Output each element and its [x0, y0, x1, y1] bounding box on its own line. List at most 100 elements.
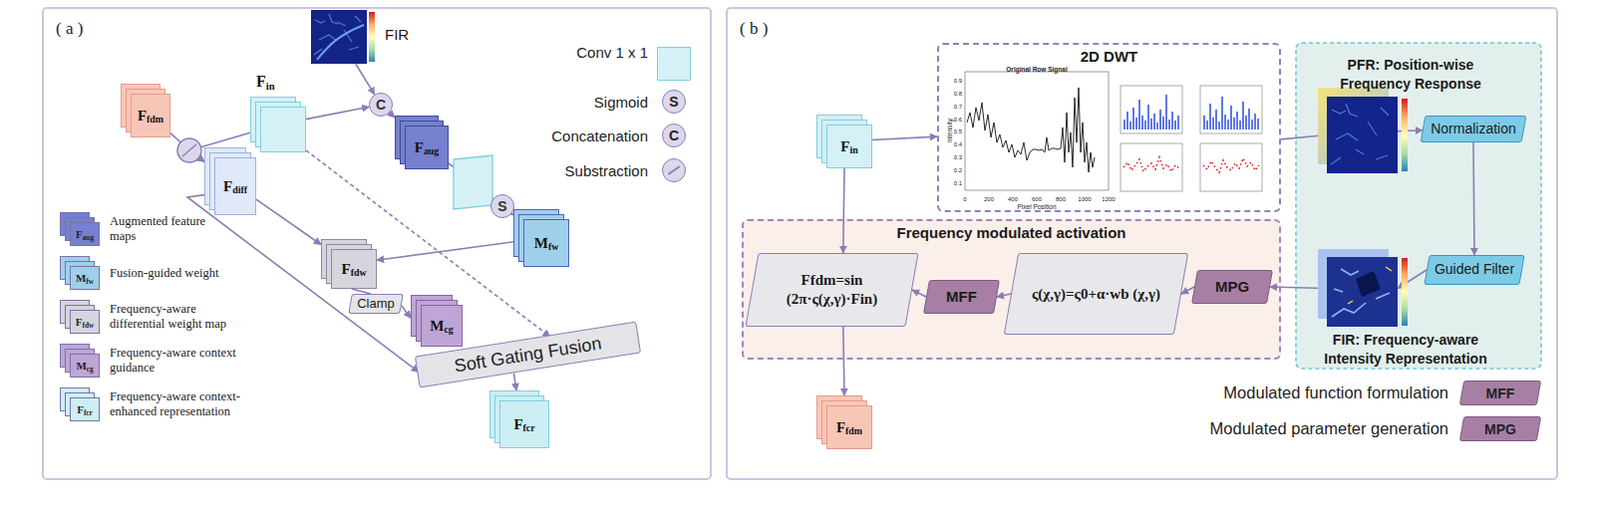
operator-symbol: S	[497, 198, 507, 215]
response-map: PFR: Position-wise Frequency Response	[1326, 96, 1398, 174]
stack-sheet: Faug	[69, 222, 100, 247]
swatch-label: C	[668, 127, 679, 144]
pfr-image	[1317, 87, 1408, 174]
stack-sheet: Fdiff	[214, 157, 257, 216]
subtraction-stroke	[182, 144, 197, 157]
label: Pixel Position	[1016, 203, 1056, 211]
connector	[843, 326, 845, 396]
image-ground	[1326, 96, 1398, 174]
label: 0.4	[954, 141, 962, 148]
stack-sheet: Ffdm	[130, 93, 171, 138]
connector	[187, 195, 419, 373]
label: ( a )	[55, 18, 83, 38]
label-box: ( a )	[55, 18, 83, 39]
formula-box: Ffdm=sin (2π·ς(χ,γ)·Fin)	[751, 253, 913, 327]
caption-box: FIR	[384, 25, 409, 44]
fir-image	[311, 9, 375, 64]
legend-text: Augmented feature maps	[109, 214, 206, 244]
label: 600	[1031, 196, 1042, 203]
legend-swatch: Ffcr	[59, 387, 100, 422]
label: Original Row Signal	[1005, 65, 1067, 73]
coefficient-bars	[1204, 96, 1259, 130]
label-box: ( b )	[739, 18, 768, 39]
image-caption: PFR: Position-wise Frequency Response	[1339, 56, 1482, 92]
subscript: aug	[423, 145, 439, 157]
legend-text-box: Sigmoid	[594, 93, 648, 111]
plot-frame	[1200, 143, 1263, 192]
label: 800	[1055, 196, 1066, 203]
feature-stack: Faug	[394, 115, 449, 170]
process-box: Guided Filter	[1426, 255, 1523, 286]
filter-panel	[1295, 42, 1542, 369]
feature-name: Fdiff	[223, 178, 248, 196]
feature-name: Ffdw	[340, 261, 366, 279]
swatch-label: MFF	[1486, 385, 1516, 402]
dwt-plots	[964, 71, 1263, 192]
connector	[513, 373, 517, 391]
connector	[355, 63, 375, 95]
feature-name: Ffdm	[137, 107, 164, 125]
stack-sheet: Ffcr	[499, 400, 550, 449]
label-box: 1000	[1077, 187, 1091, 206]
subscript: fdm	[845, 425, 863, 437]
panel-title: Frequency modulated activation	[896, 224, 1126, 242]
label-box: 1200	[1101, 187, 1115, 206]
heatmap-image: FIR	[311, 9, 367, 64]
label-box: 0.8	[954, 81, 962, 100]
connector	[912, 290, 927, 298]
weight-stack: Ffdw	[320, 239, 377, 290]
panel-frame	[42, 7, 711, 480]
label-box: 0.2	[954, 158, 962, 177]
legend-text-box: Modulated function formulation	[1223, 383, 1449, 403]
legend-swatch	[661, 158, 686, 183]
module-box: MFF	[926, 280, 997, 315]
label: 0.6	[954, 116, 962, 123]
coefficient-dots	[1123, 157, 1180, 172]
legend-swatch: S	[661, 89, 686, 114]
legend-text-box: Concatenation	[551, 127, 648, 145]
subscript: fcr	[83, 409, 93, 418]
legend-swatch: Mfw	[59, 256, 100, 291]
label-box: 400	[1007, 187, 1018, 206]
concat-node: C	[368, 92, 393, 117]
dwt-panel: 2D DWT	[937, 42, 1281, 213]
label-box: 0.6	[954, 107, 962, 126]
connector	[1473, 142, 1475, 256]
legend-text-box: Frequency-aware context-enhanced represe…	[109, 389, 245, 420]
image-texture	[1331, 269, 1390, 318]
box-label: Ffdm=sin (2π·ς(χ,γ)·Fin)	[759, 271, 905, 310]
image-region	[1355, 271, 1381, 298]
box-label: Guided Filter	[1434, 261, 1515, 280]
subtraction-circle	[177, 138, 202, 163]
feature-name: Mcg	[429, 318, 454, 335]
subscript: fdw	[350, 267, 367, 279]
activation-ground	[741, 219, 1281, 360]
swatch-label: S	[668, 93, 678, 110]
heading-box: Fin	[256, 72, 276, 91]
legend-text-box: Fusion-guided weight	[109, 266, 245, 282]
swatch-label: Mcg	[75, 359, 93, 372]
label-box: 0.7	[954, 94, 962, 113]
label-box: 600	[1031, 187, 1042, 206]
feature-name: Fin	[840, 138, 858, 156]
subscript: cg	[86, 365, 94, 374]
connector	[306, 106, 369, 119]
feature-stack: Ffdm	[120, 83, 171, 138]
subscript: in	[849, 144, 858, 156]
fir-output-image	[1317, 249, 1408, 327]
legend-text-box: Substraction	[565, 162, 648, 180]
coefficient-bars	[1124, 94, 1179, 130]
subscript: diff	[232, 184, 248, 196]
parallelogram-shape	[744, 253, 919, 327]
label-box: 0.3	[954, 145, 962, 164]
legend-text: Frequency-aware context guidance	[109, 345, 237, 375]
label-box: 200	[983, 187, 994, 206]
label: 0	[962, 196, 966, 203]
stack-sheet: Mfw	[523, 219, 570, 268]
label: 0.5	[954, 128, 962, 135]
label: 0.8	[954, 90, 962, 97]
swatch-label: Ffcr	[76, 403, 93, 416]
box-label: Clamp	[356, 296, 395, 313]
activation-panel: Frequency modulated activationFfdm=sin (…	[741, 219, 1281, 360]
legend-text: Frequency-aware context-enhanced represe…	[109, 389, 241, 419]
